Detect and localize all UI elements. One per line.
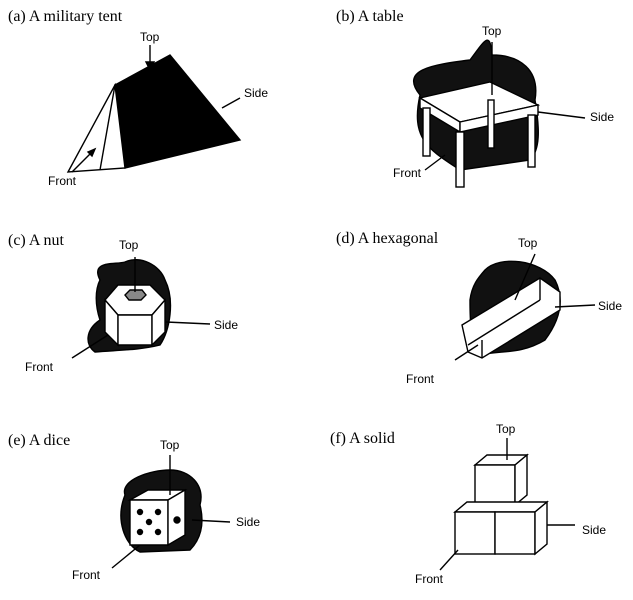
label-top: Top [482,24,502,38]
label-front: Front [25,360,54,374]
tent-drawing [66,45,242,173]
label-front: Front [415,572,444,586]
label-side: Side [582,523,607,537]
label-top: Top [496,422,516,436]
caption-table: (b) A table [336,8,404,25]
caption-hexagonal: (d) A hexagonal [336,230,439,247]
label-top: Top [518,236,538,250]
caption-solid: (f) A solid [330,430,395,447]
label-top: Top [119,238,139,252]
stepped-solid-drawing [439,438,575,571]
table-drawing [413,39,586,188]
nut-drawing [71,257,211,359]
dice-drawing [111,455,231,569]
label-front: Front [393,166,422,180]
label-side: Side [590,110,615,124]
caption-nut: (c) A nut [8,232,64,249]
label-side: Side [214,318,239,332]
caption-dice: (e) A dice [8,432,71,449]
label-front: Front [406,372,435,386]
caption-military-tent: (a) A military tent [8,8,123,25]
label-front: Front [48,174,77,188]
hexagonal-prism-drawing [454,253,596,361]
label-side: Side [236,515,261,529]
label-side: Side [598,299,623,313]
label-top: Top [140,30,160,44]
label-side: Side [244,86,269,100]
label-front: Front [72,568,101,582]
label-top: Top [160,438,180,452]
